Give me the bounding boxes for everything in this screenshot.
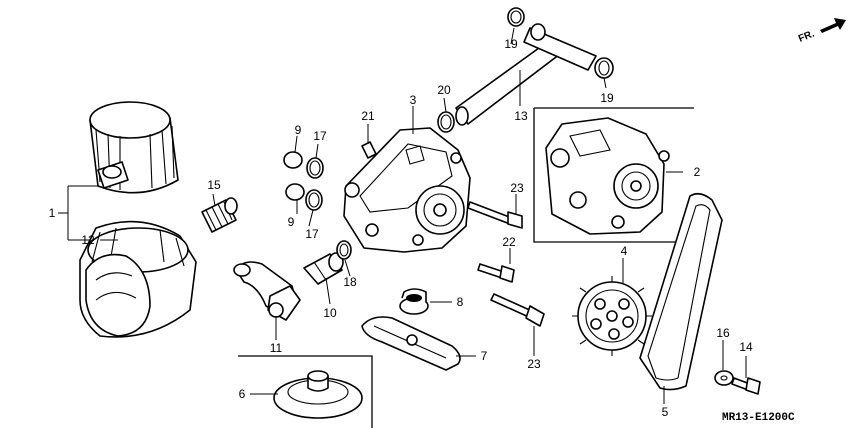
- callout-19-top: 19: [504, 37, 518, 51]
- filter-bracket: [58, 185, 100, 241]
- leader-lines: [100, 27, 747, 404]
- callout-23-top: 23: [510, 181, 524, 195]
- callout-17-top: 17: [313, 129, 327, 143]
- callout-12: 12: [81, 233, 95, 247]
- callout-22: 22: [502, 235, 516, 249]
- callouts: 19 19 13 20 3 21 9 17 9 17 15 1 12 18 10…: [49, 37, 753, 419]
- joint-pipe: [233, 261, 301, 321]
- bolt-22: [477, 263, 515, 283]
- callout-3: 3: [410, 93, 417, 107]
- bolt-23-upper: [467, 201, 523, 229]
- oil-pump-assy: [343, 127, 471, 253]
- callout-21: 21: [361, 109, 375, 123]
- strainer-gasket: [361, 316, 461, 371]
- pump-sprocket: [572, 276, 652, 356]
- drive-chain: [639, 192, 723, 391]
- callout-9-top: 9: [295, 123, 302, 137]
- o-rings-17: [305, 157, 324, 211]
- callout-4: 4: [621, 244, 628, 258]
- oil-pipe: [455, 23, 597, 126]
- callout-6: 6: [239, 387, 246, 401]
- callout-17-bottom: 17: [305, 227, 319, 241]
- oil-pump-body: [545, 117, 670, 235]
- packing-8: [399, 288, 429, 315]
- front-label: FR.: [797, 28, 816, 44]
- callout-15: 15: [207, 178, 221, 192]
- oil-strainer: [273, 370, 363, 419]
- bolt-23-lower: [490, 293, 545, 327]
- diagram-code: MR13-E1200C: [722, 412, 795, 424]
- oil-filter-cap: [89, 101, 179, 194]
- front-direction-arrow: FR.: [797, 18, 846, 45]
- washer-16: [714, 370, 734, 386]
- callout-23-bottom: 23: [527, 357, 541, 371]
- dowel-pin: [361, 141, 377, 159]
- bolt-14: [731, 377, 761, 395]
- callout-8: 8: [457, 295, 464, 309]
- strainer-frame: [238, 355, 373, 428]
- pipe-collar: [303, 252, 344, 285]
- callout-9-bottom: 9: [288, 215, 295, 229]
- callout-11: 11: [270, 341, 283, 355]
- callout-20: 20: [437, 83, 451, 97]
- arrow-icon: [820, 18, 846, 33]
- oil-nipple: [201, 197, 238, 233]
- callout-19-right: 19: [600, 91, 614, 105]
- callout-16: 16: [716, 326, 730, 340]
- callout-1: 1: [49, 206, 56, 220]
- callout-2: 2: [694, 165, 701, 179]
- callout-14: 14: [739, 340, 753, 354]
- oil-filter: [79, 220, 197, 338]
- pump-frame: [533, 107, 694, 243]
- callout-13: 13: [514, 109, 528, 123]
- callout-5: 5: [662, 405, 669, 419]
- callout-18: 18: [343, 275, 357, 289]
- callout-10: 10: [323, 306, 337, 320]
- callout-7: 7: [481, 349, 488, 363]
- collars-9: [283, 151, 305, 201]
- o-ring-18: [336, 240, 352, 260]
